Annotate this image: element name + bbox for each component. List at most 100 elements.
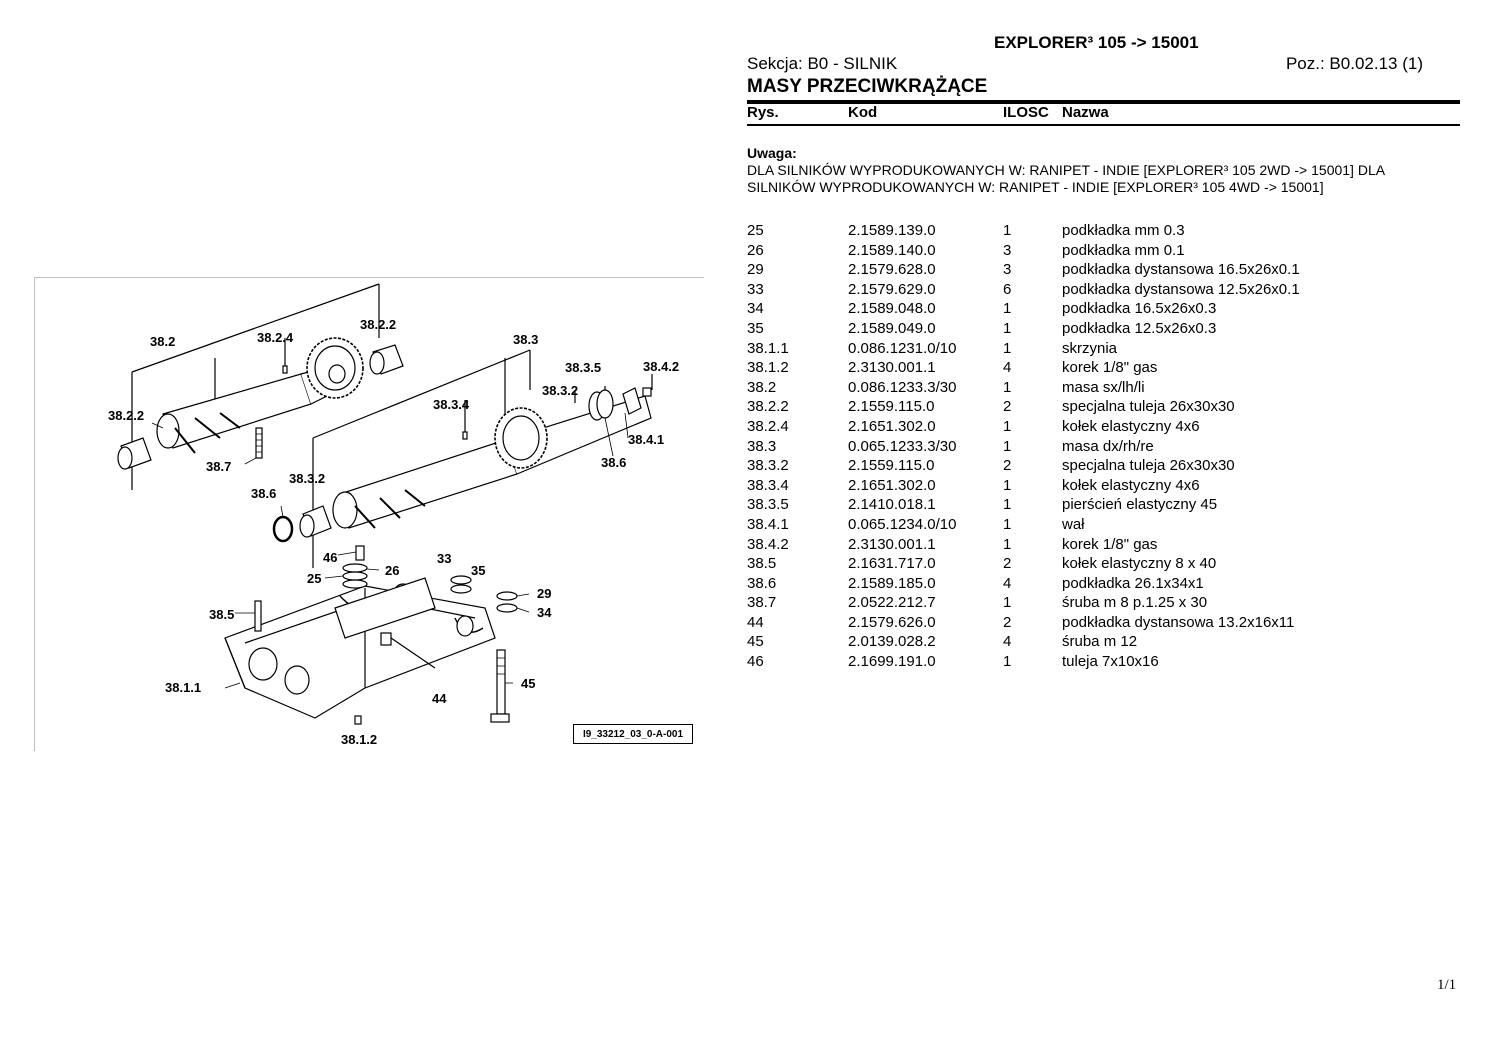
cell-nazwa: korek 1/8" gas bbox=[1062, 535, 1158, 553]
cell-kod: 2.3130.001.1 bbox=[848, 535, 936, 553]
col-header-kod: Kod bbox=[848, 104, 878, 121]
cell-kod: 0.086.1231.0/10 bbox=[848, 339, 957, 357]
cell-ilosc: 1 bbox=[1003, 300, 1012, 318]
housing bbox=[224, 545, 518, 725]
cell-nazwa: specjalna tuleja 26x30x30 bbox=[1062, 457, 1235, 475]
balance-shaft-left bbox=[117, 283, 404, 490]
callout-38-6-left: 38.6 bbox=[251, 486, 276, 501]
exploded-parts-diagram: 38.2 38.2.4 38.2.2 38.2.2 38.7 38.3 38.3… bbox=[34, 277, 704, 751]
callout-38-2-4: 38.2.4 bbox=[257, 330, 294, 345]
cell-kod: 2.1589.140.0 bbox=[848, 241, 936, 259]
header-rule bbox=[747, 100, 1460, 104]
cell-ilosc: 6 bbox=[1003, 280, 1012, 298]
cell-nazwa: wał bbox=[1062, 515, 1085, 533]
document-title: EXPLORER³ 105 -> 15001 bbox=[994, 33, 1199, 52]
callout-44: 44 bbox=[432, 691, 447, 706]
note-label: Uwaga: bbox=[747, 145, 797, 161]
section-label: Sekcja: B0 - SILNIK bbox=[747, 54, 898, 73]
cell-ilosc: 1 bbox=[1003, 339, 1012, 357]
column-header-rule bbox=[747, 124, 1460, 126]
callout-leaders bbox=[151, 412, 629, 689]
cell-rys: 45 bbox=[747, 633, 764, 651]
cell-rys: 38.3.2 bbox=[747, 457, 789, 475]
cell-nazwa: masa sx/lh/li bbox=[1062, 378, 1145, 396]
cell-rys: 38.2 bbox=[747, 378, 777, 396]
table-row: 38.3.2 2.1559.115.0 2 specjalna tuleja 26x3… bbox=[747, 457, 1460, 477]
cell-ilosc: 1 bbox=[1003, 653, 1012, 671]
cell-rys: 38.3.4 bbox=[747, 476, 789, 494]
callout-labels: 38.2 38.2.4 38.2.2 38.2.2 38.7 38.3 38.3… bbox=[108, 317, 679, 747]
cell-rys: 25 bbox=[747, 222, 764, 239]
callout-38-1-1: 38.1.1 bbox=[165, 680, 201, 695]
callout-25: 25 bbox=[307, 571, 321, 586]
callout-38-2-2-left: 38.2.2 bbox=[108, 408, 144, 423]
cell-rys: 38.4.1 bbox=[747, 515, 789, 533]
callout-35: 35 bbox=[471, 563, 485, 578]
cell-nazwa: specjalna tuleja 26x30x30 bbox=[1062, 398, 1235, 416]
cell-ilosc: 4 bbox=[1003, 574, 1012, 592]
cell-rys: 38.6 bbox=[747, 574, 777, 592]
cell-nazwa: kołek elastyczny 4x6 bbox=[1062, 476, 1200, 494]
cell-nazwa: podkładka dystansowa 12.5x26x0.1 bbox=[1062, 280, 1300, 298]
callout-38-7: 38.7 bbox=[206, 459, 231, 474]
cell-nazwa: śruba m 12 bbox=[1062, 633, 1138, 651]
cell-ilosc: 1 bbox=[1003, 476, 1012, 494]
column-headers: Rys. Kod ILOSC Nazwa bbox=[747, 104, 1460, 124]
cell-kod: 2.1589.048.0 bbox=[848, 300, 936, 318]
callout-38-5: 38.5 bbox=[209, 607, 234, 622]
cell-rys: 29 bbox=[747, 261, 764, 279]
cell-nazwa: podkładka 16.5x26x0.3 bbox=[1062, 300, 1217, 318]
cell-nazwa: podkładka 26.1x34x1 bbox=[1062, 574, 1204, 592]
callout-38-3: 38.3 bbox=[513, 332, 538, 347]
balance-shaft-right bbox=[272, 349, 653, 568]
callout-38-4-1: 38.4.1 bbox=[628, 432, 664, 447]
cell-nazwa: podkładka dystansowa 16.5x26x0.1 bbox=[1062, 261, 1300, 279]
cell-kod: 2.1651.302.0 bbox=[848, 476, 936, 494]
col-header-ilosc: ILOSC bbox=[1003, 104, 1049, 121]
position-label: Poz.: B0.02.13 (1) bbox=[1285, 54, 1423, 73]
callout-38-2: 38.2 bbox=[150, 334, 175, 349]
cell-nazwa: kołek elastyczny 4x6 bbox=[1062, 417, 1200, 435]
diagram-drawing: 38.2 38.2.4 38.2.2 38.2.2 38.7 38.3 38.3… bbox=[108, 283, 679, 747]
cell-nazwa: podkładka mm 0.3 bbox=[1062, 222, 1185, 239]
cell-ilosc: 1 bbox=[1003, 222, 1012, 239]
cell-kod: 2.0522.212.7 bbox=[848, 594, 936, 612]
cell-kod: 2.1589.139.0 bbox=[848, 222, 936, 239]
table-row: 25 2.1589.139.0 1 podkładka mm 0.3 bbox=[747, 222, 1460, 242]
callout-46: 46 bbox=[323, 550, 337, 565]
cell-kod: 2.3130.001.1 bbox=[848, 359, 936, 377]
callout-38-3-5: 38.3.5 bbox=[565, 360, 601, 375]
callout-38-4-2: 38.4.2 bbox=[643, 359, 679, 374]
cell-rys: 38.5 bbox=[747, 555, 777, 573]
callout-38-1-2: 38.1.2 bbox=[341, 732, 377, 747]
cell-rys: 33 bbox=[747, 280, 764, 298]
cell-rys: 38.3 bbox=[747, 437, 777, 455]
cell-nazwa: podkładka dystansowa 13.2x16x11 bbox=[1062, 613, 1295, 631]
cell-kod: 2.1559.115.0 bbox=[848, 457, 935, 475]
cell-rys: 38.4.2 bbox=[747, 535, 789, 553]
cell-kod: 0.065.1233.3/30 bbox=[848, 437, 957, 455]
cell-ilosc: 2 bbox=[1003, 457, 1012, 475]
cell-ilosc: 4 bbox=[1003, 633, 1012, 651]
cell-ilosc: 1 bbox=[1003, 319, 1012, 337]
cell-nazwa: masa dx/rh/re bbox=[1062, 437, 1154, 455]
cell-ilosc: 1 bbox=[1003, 594, 1012, 612]
callout-34: 34 bbox=[537, 605, 552, 620]
cell-kod: 2.1579.626.0 bbox=[848, 613, 936, 631]
page-number: 1/1 bbox=[1437, 977, 1457, 993]
cell-rys: 44 bbox=[747, 613, 764, 631]
callout-38-3-2-top: 38.3.2 bbox=[542, 383, 578, 398]
cell-ilosc: 1 bbox=[1003, 515, 1012, 533]
